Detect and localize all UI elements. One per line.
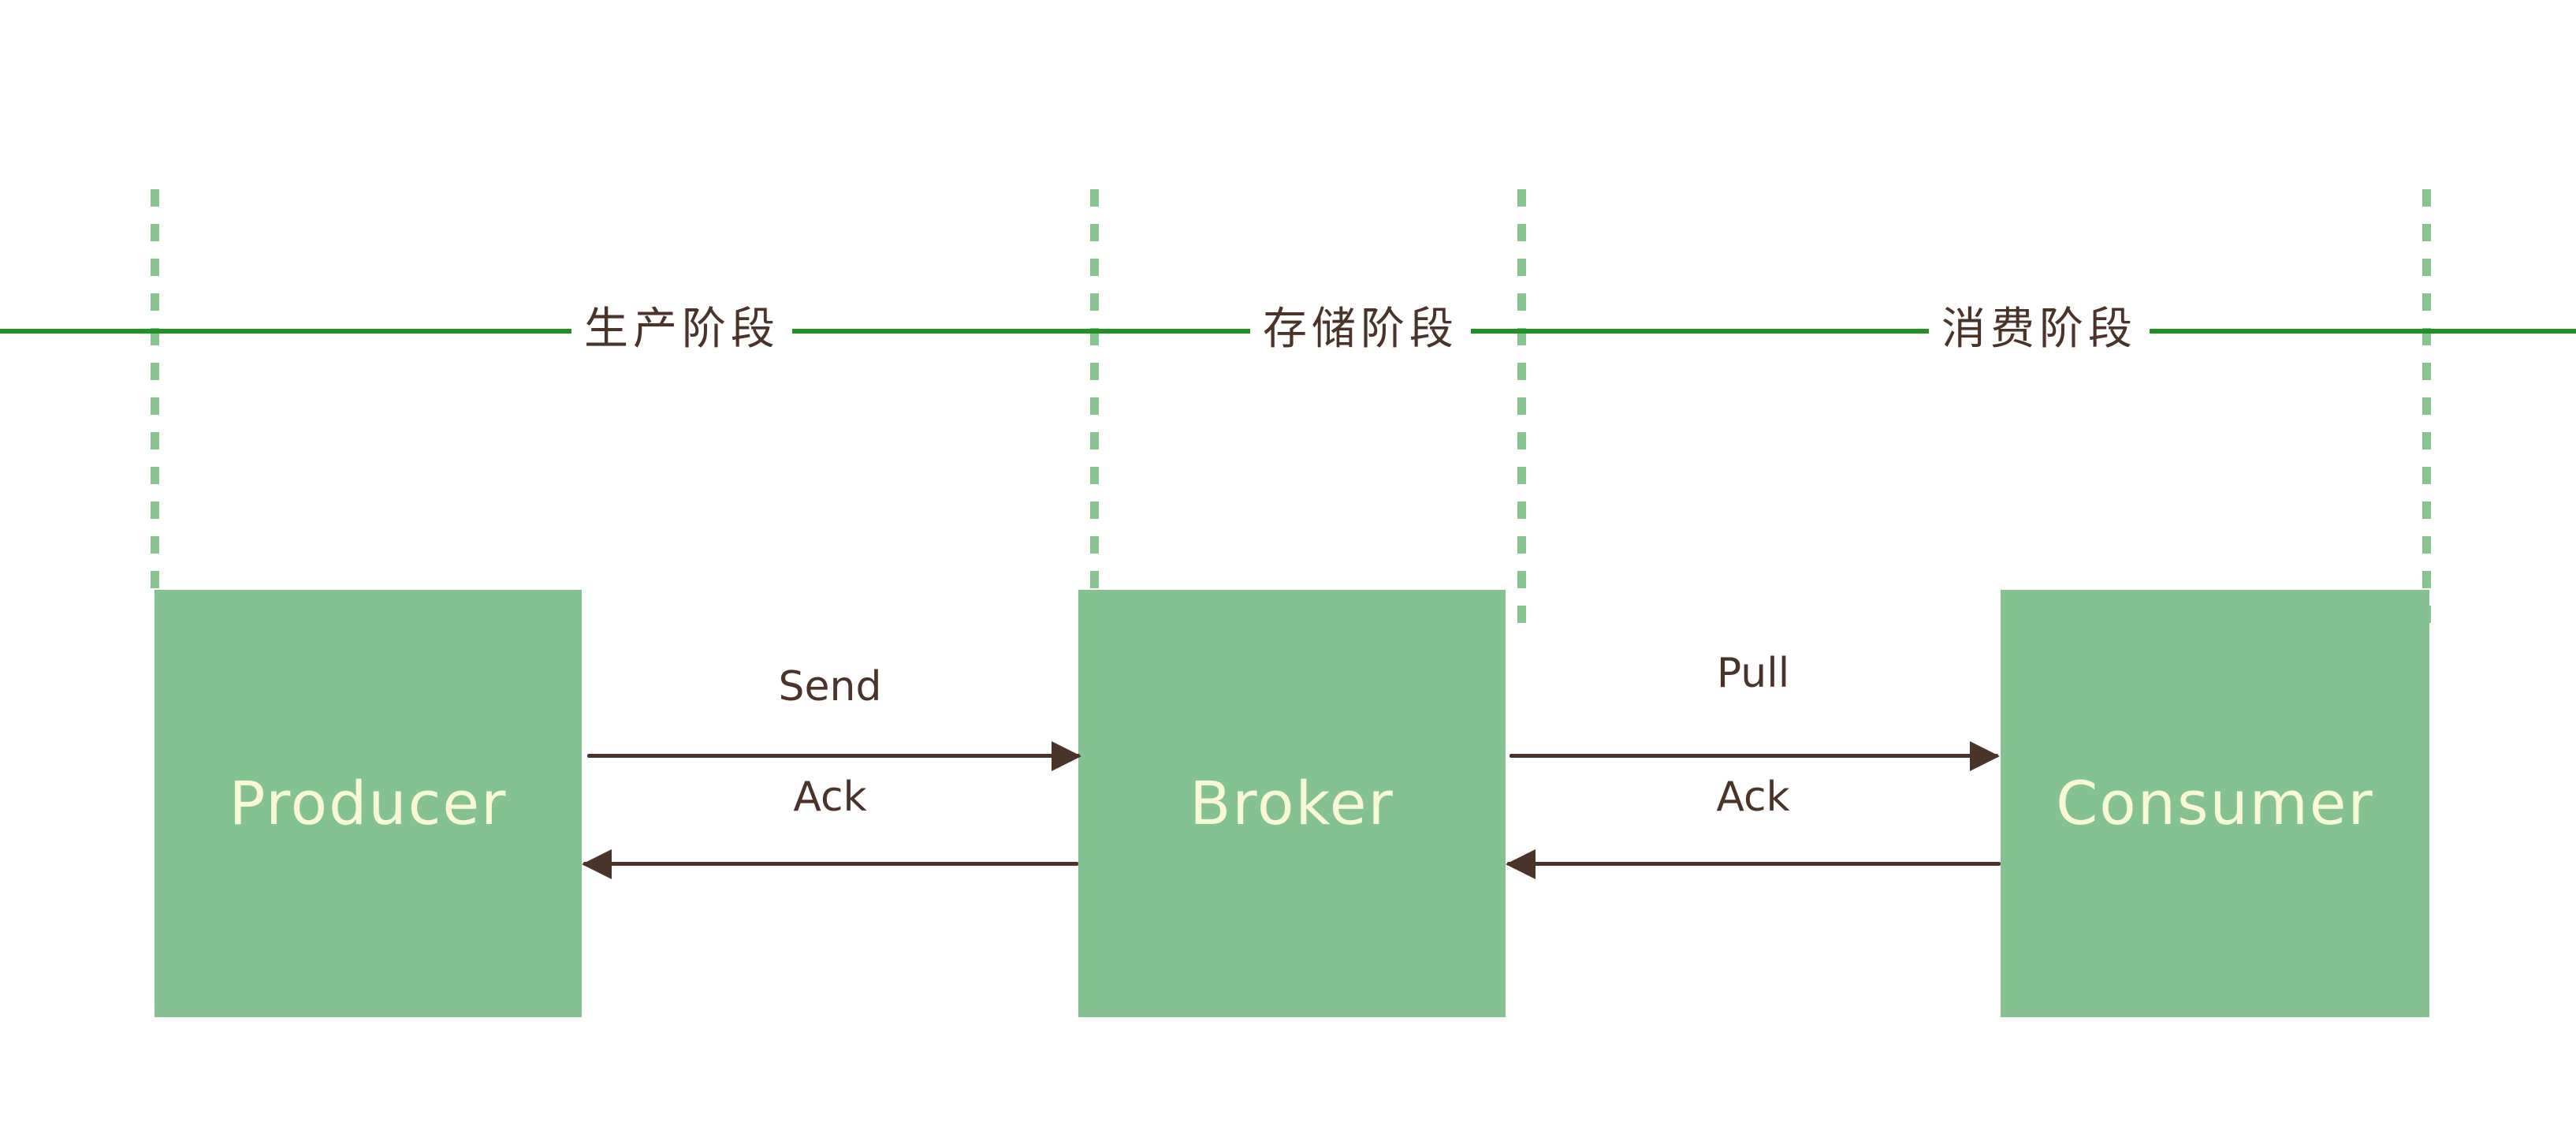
arrow-shaft <box>583 862 1078 866</box>
arrowhead-right-icon <box>1052 741 1081 771</box>
arrowhead-left-icon <box>1506 849 1536 879</box>
rule-segment-3a <box>1512 329 1929 334</box>
phase-label-consumption: 消费阶段 <box>1941 304 2137 355</box>
rule-segment-right-pad <box>2567 329 2576 334</box>
message-arrow-ack-right <box>1506 848 2001 879</box>
message-arrow-ack-left <box>582 848 1078 879</box>
rule-segment-2b <box>1471 329 1512 334</box>
phase-divider-2 <box>1090 189 1099 590</box>
node-consumer-label: Consumer <box>2056 768 2374 838</box>
phase-divider-3 <box>1517 189 1526 628</box>
rule-segment-1a <box>154 329 571 334</box>
message-label-ack-right: Ack <box>1716 774 1790 821</box>
node-consumer[interactable]: Consumer <box>2001 590 2429 1017</box>
phase-divider-1 <box>151 189 159 590</box>
phase-label-storage: 存储阶段 <box>1263 304 1458 355</box>
node-producer-label: Producer <box>229 768 508 838</box>
arrowhead-right-icon <box>1970 741 2000 771</box>
message-arrow-send <box>587 740 1081 771</box>
node-producer[interactable]: Producer <box>154 590 582 1017</box>
message-label-send: Send <box>778 663 882 710</box>
arrow-shaft <box>1507 862 2001 866</box>
arrowhead-left-icon <box>582 849 612 879</box>
rule-segment-3b <box>2150 329 2567 334</box>
arrow-shaft <box>1509 754 1998 758</box>
rule-segment-1b <box>792 329 1209 334</box>
arrow-shaft <box>587 754 1080 758</box>
message-label-ack-left: Ack <box>793 774 867 821</box>
phase-divider-4 <box>2422 189 2431 628</box>
phase-label-production: 生产阶段 <box>584 304 780 355</box>
message-arrow-pull <box>1509 740 2000 771</box>
node-broker[interactable]: Broker <box>1078 590 1506 1017</box>
node-broker-label: Broker <box>1189 768 1394 838</box>
phase-rule-band: 生产阶段 存储阶段 消费阶段 <box>0 304 2576 355</box>
rule-segment-2a <box>1209 329 1250 334</box>
message-label-pull: Pull <box>1716 650 1790 697</box>
rule-segment-left-pad <box>0 329 154 334</box>
